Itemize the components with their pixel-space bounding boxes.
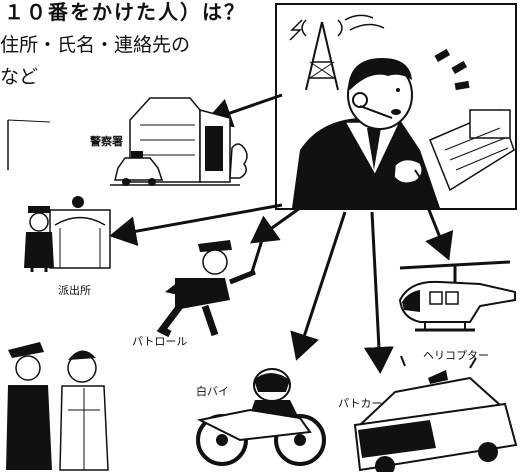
officer-and-suspect-icon (6, 342, 109, 471)
signal-marks (434, 48, 470, 91)
helicopter-icon (398, 260, 516, 332)
page-heading: １０番をかけた人）は？ (4, 0, 246, 24)
police-station-icon (110, 97, 248, 186)
patrol-officer-icon (156, 239, 264, 338)
label-patrol-car: パトカー (338, 397, 383, 410)
label-koban: 派出所 (58, 284, 91, 297)
console-icon (429, 108, 515, 192)
dispatch-arrows (109, 93, 454, 374)
frame-fragment (7, 119, 51, 170)
subtext-line-2: など (0, 66, 39, 88)
label-motorcycle: 白バイ (196, 385, 229, 398)
patrol-car-icon (353, 355, 518, 472)
dispatcher-panel (275, 3, 517, 210)
radio-tower-icon (289, 14, 385, 91)
label-police-station: 警察署 (90, 135, 123, 148)
label-helicopter: ヘリコプター (423, 349, 489, 362)
koban-icon (24, 196, 111, 272)
label-patrol: パトロール (132, 335, 188, 348)
subtext-line-1: 住所・氏名・連絡先の (0, 34, 191, 56)
motorcycle-icon (196, 368, 326, 466)
